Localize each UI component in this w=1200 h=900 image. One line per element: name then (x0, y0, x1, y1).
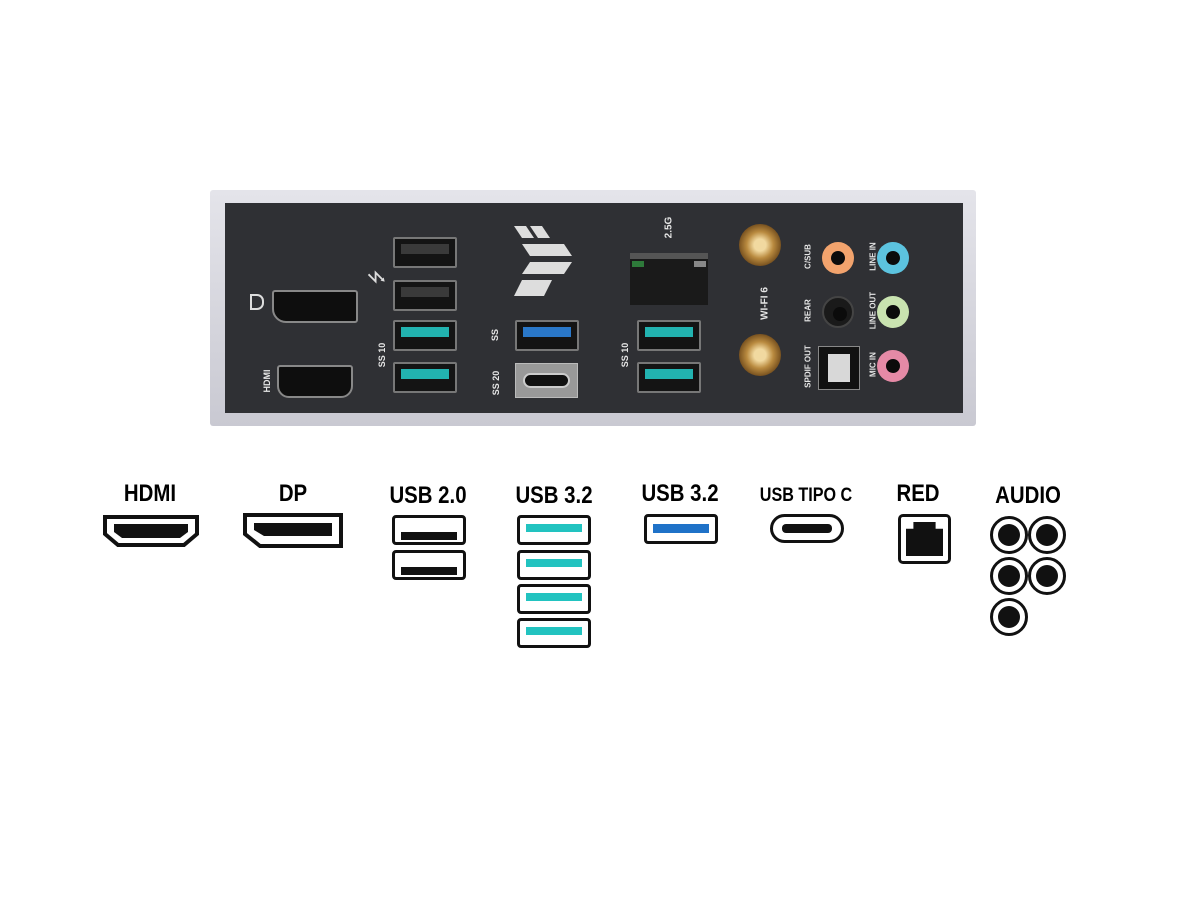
audio-jack-mic-in[interactable] (877, 350, 909, 382)
audio-jack-rear[interactable] (822, 296, 854, 328)
usb3-teal-icon (517, 584, 591, 614)
legend-label-dp: DP (278, 480, 308, 507)
ethernet-icon (898, 514, 951, 564)
rear-label: REAR (803, 299, 813, 322)
legend-label-usb32-teal: USB 3.2 (515, 482, 593, 509)
audio-jack-icon (990, 557, 1028, 595)
usb3-blue-port[interactable] (515, 320, 579, 351)
hdmi-label: HDMI (262, 369, 272, 393)
usb-c-icon (770, 514, 844, 543)
spdif-label: SPDIF OUT (803, 345, 813, 388)
legend-label-usb32-blue: USB 3.2 (641, 480, 719, 507)
superspeed-label: SS (490, 329, 500, 342)
hdmi-port[interactable] (277, 365, 353, 398)
audio-jack-icon (990, 598, 1028, 636)
ethernet-port[interactable] (630, 253, 708, 305)
usb-icon: ⭍ (366, 269, 387, 285)
displayport-icon (243, 513, 343, 548)
usb3-port[interactable] (393, 320, 457, 351)
usb2-port[interactable] (393, 280, 457, 311)
audio-jack-line-out[interactable] (877, 296, 909, 328)
hdmi-icon (103, 515, 199, 547)
lan-speed-label: 2.5G (663, 216, 675, 239)
legend-label-usb-c: USB TIPO C (759, 485, 853, 506)
usb3-teal-icon (517, 618, 591, 648)
audio-jack-icon (990, 516, 1028, 554)
usb2-port[interactable] (393, 237, 457, 268)
usb3-port[interactable] (637, 362, 701, 393)
usb2-icon (392, 515, 466, 545)
usb3-blue-icon (644, 514, 718, 544)
usb3-teal-icon (517, 515, 591, 545)
displayport-port[interactable] (272, 290, 358, 323)
superspeed-20-label: SS 20 (491, 370, 501, 396)
csub-label: C/SUB (803, 244, 813, 269)
legend-label-red: RED (896, 480, 940, 507)
wifi-label: WI-FI 6 (759, 287, 771, 320)
usb3-port[interactable] (393, 362, 457, 393)
audio-jack-line-in[interactable] (877, 242, 909, 274)
displayport-icon (250, 294, 264, 310)
legend-label-hdmi: HDMI (123, 480, 177, 507)
legend-label-usb2: USB 2.0 (389, 482, 467, 509)
legend-label-audio: AUDIO (995, 482, 1061, 509)
usb-c-port[interactable] (515, 363, 578, 398)
superspeed-10-label: SS 10 (620, 342, 630, 368)
audio-jack-icon (1028, 516, 1066, 554)
wifi-antenna-connector[interactable] (739, 224, 781, 266)
usb2-icon (392, 550, 466, 580)
spdif-out-port[interactable] (818, 346, 860, 390)
usb3-port[interactable] (637, 320, 701, 351)
audio-jack-csub[interactable] (822, 242, 854, 274)
usb3-teal-icon (517, 550, 591, 580)
tuf-logo-icon (514, 226, 572, 296)
superspeed-10-label: SS 10 (377, 342, 387, 368)
wifi-antenna-connector[interactable] (739, 334, 781, 376)
audio-jack-icon (1028, 557, 1066, 595)
